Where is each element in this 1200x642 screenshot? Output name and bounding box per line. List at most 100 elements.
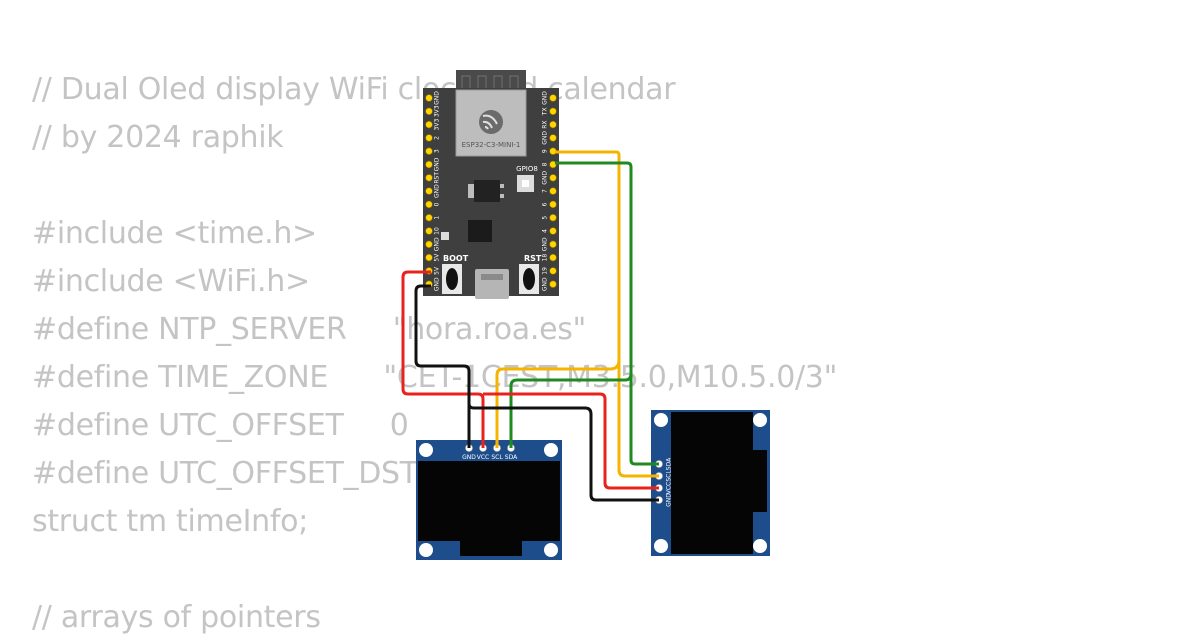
board-pin[interactable] bbox=[425, 107, 433, 116]
board-pin-label: GND bbox=[434, 157, 441, 171]
mount-hole bbox=[544, 543, 558, 557]
board-pin-label: 3 bbox=[434, 149, 441, 153]
board-pin-label: 0 bbox=[434, 202, 441, 206]
wire-sda-bottom[interactable] bbox=[509, 373, 633, 448]
board-pin-label: GND bbox=[542, 131, 549, 145]
board-pin-label: RX bbox=[542, 120, 549, 128]
board-pin-label: 7 bbox=[542, 189, 549, 193]
boot-button[interactable] bbox=[442, 264, 462, 294]
esp32-c3-board[interactable]: ESP32-C3-MINI-1 GPIO8 BOOT RST GND3V33V3… bbox=[423, 70, 559, 299]
oled-screen bbox=[671, 412, 753, 554]
board-pin[interactable] bbox=[549, 120, 557, 129]
gpio8-label: GPIO8 bbox=[516, 165, 538, 173]
voltage-regulator bbox=[468, 180, 504, 202]
rst-button[interactable] bbox=[519, 264, 539, 294]
wires bbox=[401, 150, 659, 502]
mount-hole bbox=[753, 539, 767, 553]
wire-sda-right[interactable] bbox=[555, 161, 659, 466]
board-pin[interactable] bbox=[549, 187, 557, 195]
wire-gnd-right[interactable] bbox=[467, 403, 659, 502]
board-pin-label: 9 bbox=[542, 149, 549, 153]
board-pin-label: 8 bbox=[542, 162, 549, 166]
board-pin-label: 5 bbox=[542, 216, 549, 220]
board-pin-label: 19 bbox=[542, 267, 549, 275]
board-pin[interactable] bbox=[425, 227, 433, 235]
board-pin[interactable] bbox=[425, 187, 433, 195]
oled-pin-label: VCC bbox=[666, 482, 673, 494]
mount-hole bbox=[544, 443, 558, 457]
mount-hole bbox=[753, 413, 767, 427]
board-pin-label: GND bbox=[434, 237, 441, 251]
oled-screen bbox=[418, 461, 560, 541]
wire-scl-bottom[interactable] bbox=[495, 150, 621, 448]
board-pin[interactable] bbox=[425, 147, 433, 155]
usb-connector[interactable] bbox=[475, 269, 509, 299]
board-pin-label: GND bbox=[434, 91, 441, 105]
board-pin[interactable] bbox=[549, 227, 557, 235]
board-pin-label: GND bbox=[542, 237, 549, 251]
board-pin[interactable] bbox=[425, 134, 433, 142]
usb-uart-chip bbox=[468, 220, 492, 242]
board-pin[interactable] bbox=[549, 94, 557, 102]
antenna-area bbox=[456, 70, 526, 92]
oled-pin-label: SDA bbox=[505, 454, 518, 461]
code-line: // by 2024 raphik bbox=[32, 120, 284, 155]
board-pin[interactable] bbox=[549, 214, 557, 222]
code-line: // arrays of pointers bbox=[32, 600, 321, 635]
oled-pin-label: SCL bbox=[666, 470, 673, 482]
board-pin[interactable] bbox=[425, 174, 433, 182]
board-pin-label: 5V bbox=[434, 266, 441, 275]
board-pin[interactable] bbox=[425, 94, 433, 102]
code-line: #define NTP_SERVER "hora.roa.es" bbox=[32, 312, 587, 347]
board-pin[interactable] bbox=[549, 253, 557, 262]
oled-pin-label: SCL bbox=[491, 454, 503, 461]
power-led bbox=[441, 232, 449, 240]
board-pin[interactable] bbox=[549, 280, 557, 288]
board-pin-label: GND bbox=[542, 91, 549, 105]
board-pin[interactable] bbox=[425, 160, 433, 169]
board-pin[interactable] bbox=[425, 200, 433, 209]
code-line: #define UTC_OFFSET 0 bbox=[32, 408, 409, 443]
board-pin-label: GND bbox=[434, 184, 441, 198]
ribbon bbox=[753, 450, 767, 512]
rgb-led-core bbox=[522, 180, 529, 187]
oled-pin-label: GND bbox=[666, 493, 673, 507]
board-pin[interactable] bbox=[425, 120, 433, 129]
board-pin-label: TX bbox=[542, 107, 549, 116]
board-pin-label: 3V3 bbox=[434, 105, 441, 117]
board-pin-label: 4 bbox=[542, 229, 549, 233]
wire-gnd-bottom[interactable] bbox=[414, 284, 471, 448]
mount-hole bbox=[654, 413, 668, 427]
board-pin[interactable] bbox=[549, 174, 557, 182]
wire-scl-right[interactable] bbox=[617, 340, 659, 478]
board-pin[interactable] bbox=[425, 253, 433, 262]
board-pin[interactable] bbox=[425, 240, 433, 249]
board-pin[interactable] bbox=[425, 214, 433, 222]
espressif-logo-icon bbox=[479, 110, 503, 134]
board-pin[interactable] bbox=[549, 267, 557, 275]
boot-label: BOOT bbox=[443, 254, 469, 263]
board-pin-label: GND bbox=[542, 171, 549, 185]
oled-pin-label: GND bbox=[462, 454, 476, 461]
board-pin[interactable] bbox=[549, 107, 557, 116]
board-pin-label: 1 bbox=[434, 216, 441, 220]
board-pin-label: 3V3 bbox=[434, 119, 441, 131]
oled-pin-label: SDA bbox=[666, 457, 673, 470]
board-pin-label: 6 bbox=[542, 202, 549, 206]
board-pin[interactable] bbox=[549, 240, 557, 249]
code-line: #include <WiFi.h> bbox=[32, 264, 310, 299]
board-pin-label: GND bbox=[542, 277, 549, 291]
oled-pin-label: VCC bbox=[477, 454, 489, 461]
code-line: struct tm timeInfo; bbox=[32, 504, 309, 539]
mount-hole bbox=[419, 443, 433, 457]
board-pin[interactable] bbox=[549, 200, 557, 209]
board-pin[interactable] bbox=[549, 134, 557, 142]
board-pin-label: RST bbox=[434, 172, 441, 184]
wire-vcc-right[interactable] bbox=[483, 392, 659, 490]
board-pin-label: GND bbox=[434, 277, 441, 291]
wire-vcc-bottom[interactable] bbox=[401, 270, 485, 448]
